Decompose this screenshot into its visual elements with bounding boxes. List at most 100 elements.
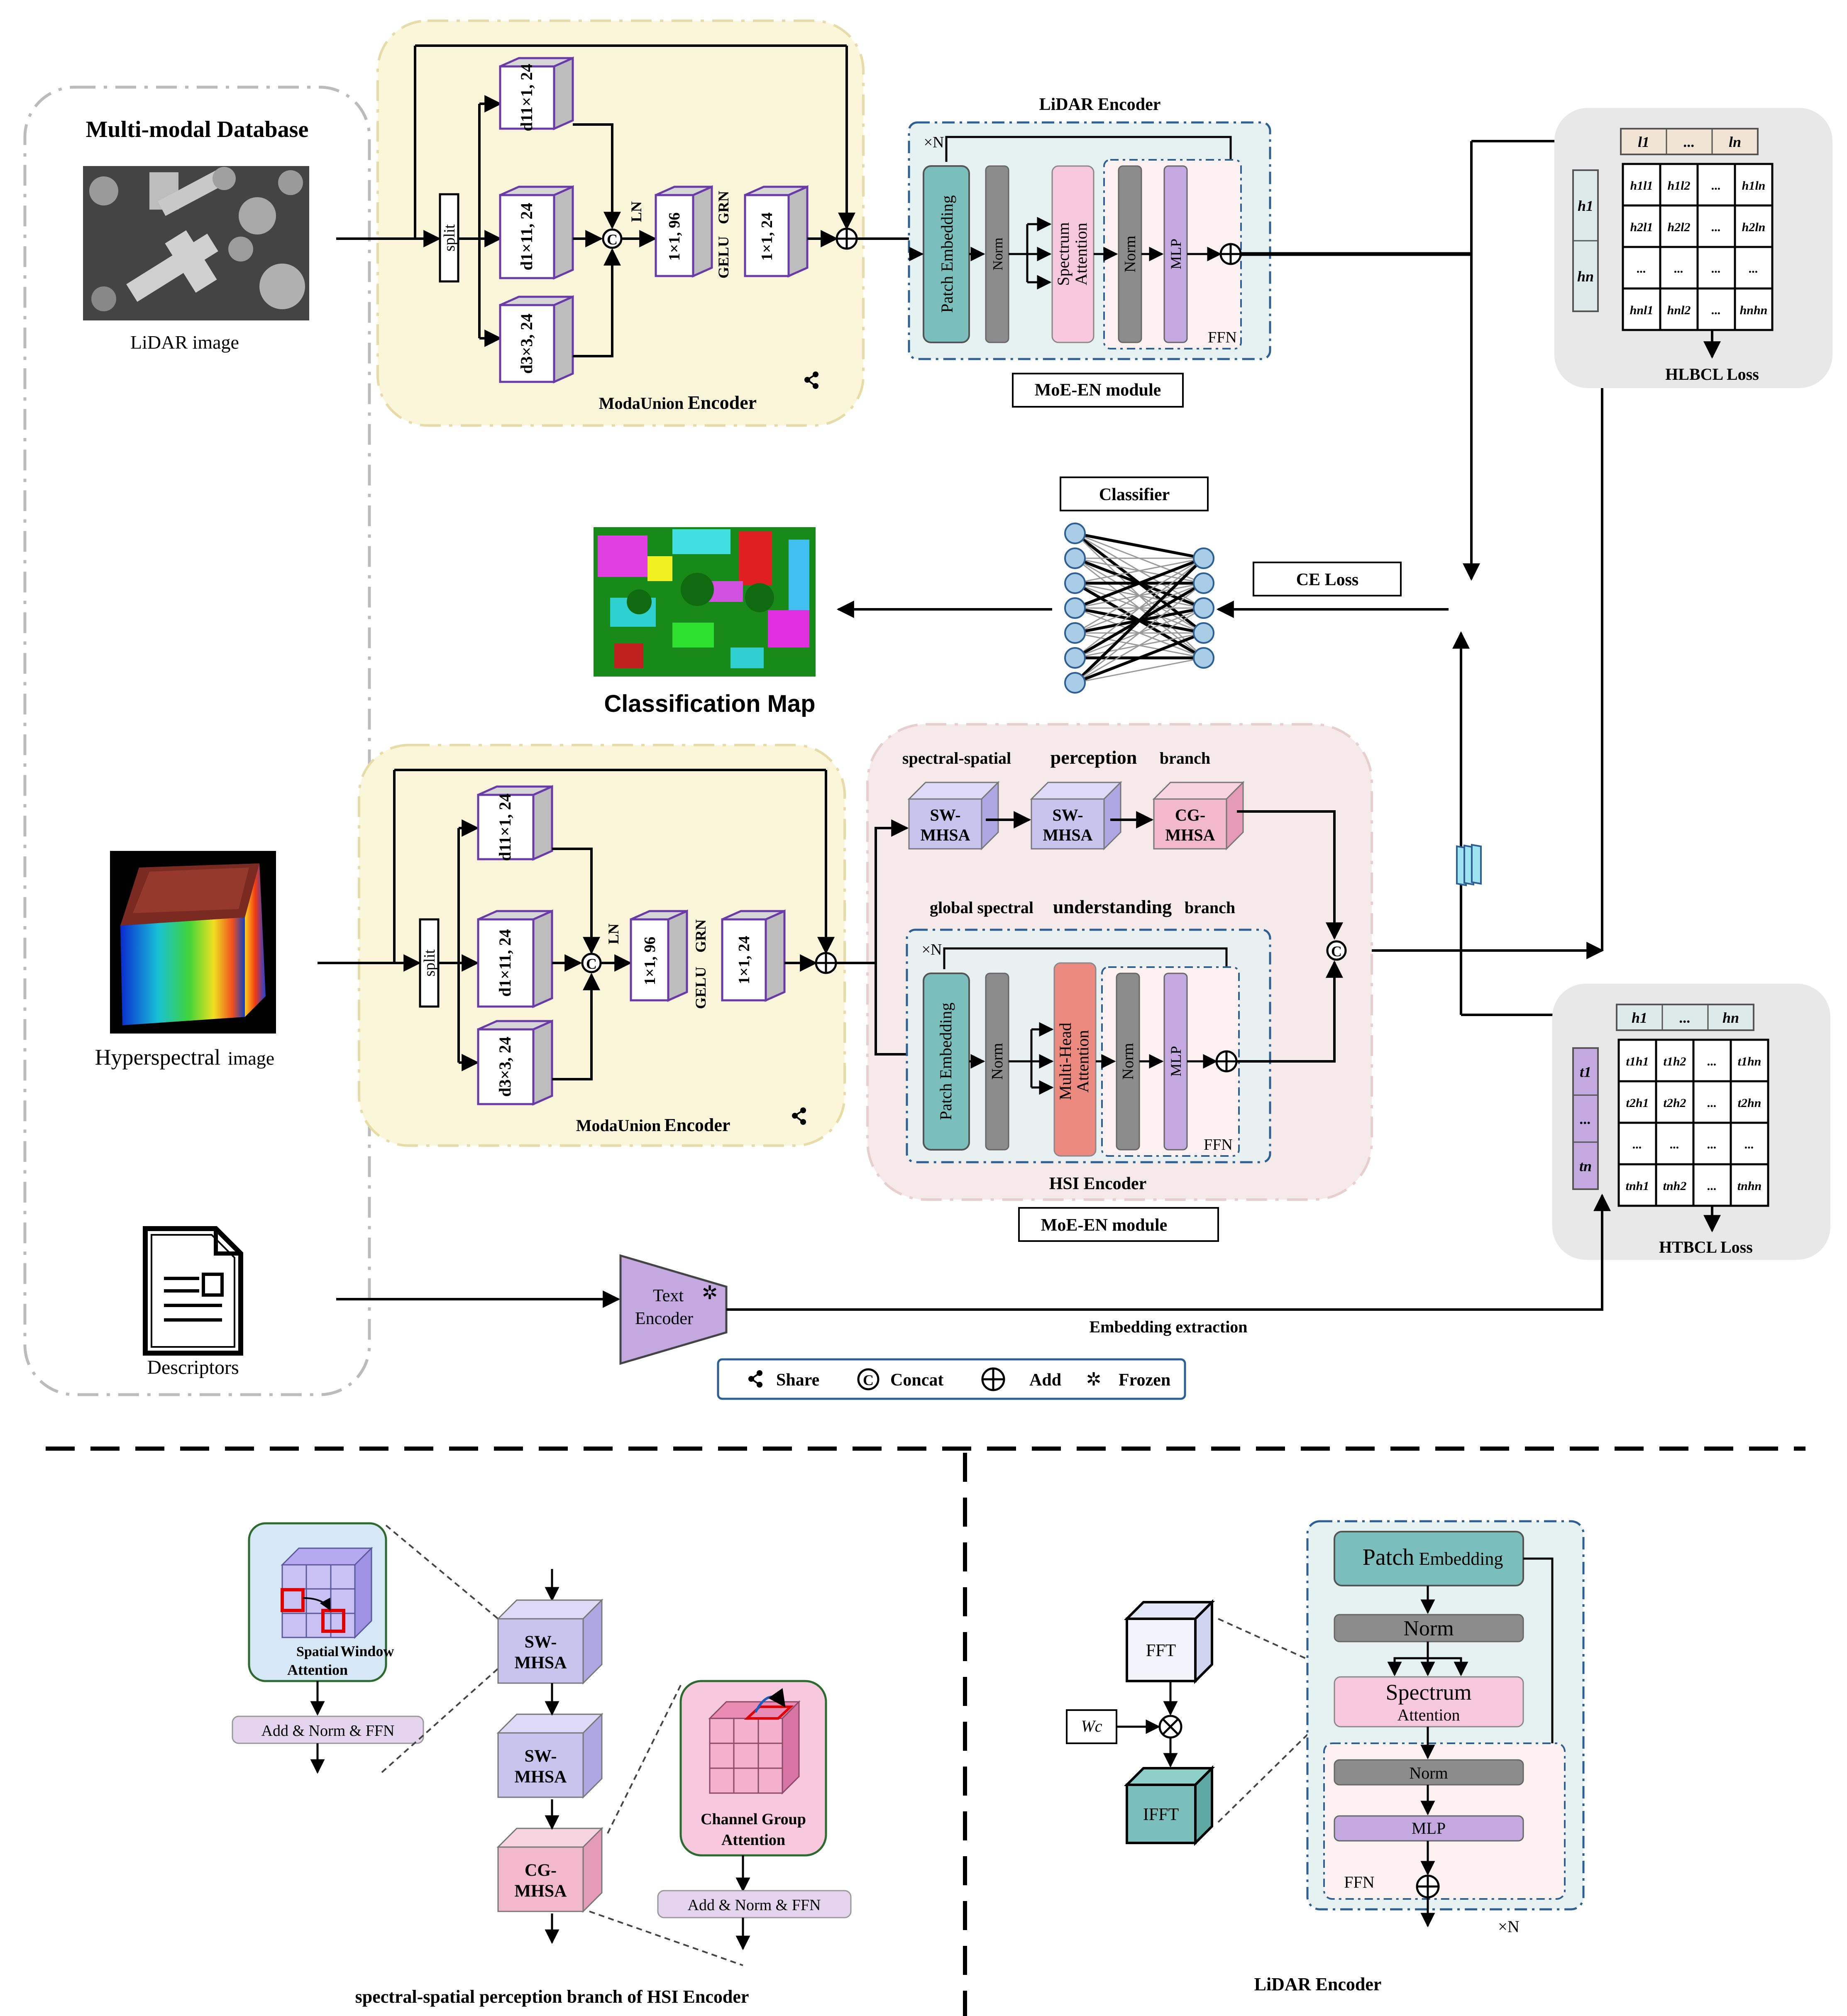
lidar-xn: ×N [924,134,944,151]
nn-node [1064,672,1086,694]
hlbcl-top-2: ln [1729,134,1741,150]
lidar-encoder-title: LiDAR Encoder [1039,95,1161,114]
hlbcl-cell: ... [1712,220,1721,234]
nn-node [1064,572,1086,594]
htbcl-side-2: tn [1579,1158,1592,1174]
text-encoder-line1: Text [653,1286,684,1305]
channel-label-2: Attention [721,1831,785,1849]
detail-cg-cube-line1: CG- [525,1861,557,1880]
cube-124-b: 1×1, 24 [721,909,786,1002]
modaunion-encoder-bottom: split d11×1, 24 d1×11, 24 d3×3, 24 C LN [318,744,846,1147]
hlbcl-cell: ... [1712,262,1721,276]
detail-sw-cube-1-line1: SW- [525,1633,557,1652]
snowflake-icon: ✲ [702,1282,718,1303]
hsi-caption-main: Hyperspectral [95,1045,221,1070]
sw-mhsa-cube-2-line2: MHSA [1043,826,1093,844]
label-grn-b: GRN [692,919,709,953]
hlbcl-cell: hnl1 [1630,303,1654,317]
label-d33-b: d3×3, 24 [496,1036,514,1097]
detail-sw-cube-2-line1: SW- [525,1747,557,1766]
label-grn: GRN [715,191,732,224]
hlbcl-cell: hnhn [1740,303,1768,317]
lidar-image [83,166,309,320]
label-d1x11-b: d1×11, 24 [496,929,514,997]
sw-mhsa-cube-1-line1: SW- [930,806,960,824]
lidar-mlp: MLP [1168,239,1184,269]
hsi-norm-2: Norm [1119,1043,1137,1080]
label-c196: 1×1, 96 [666,213,683,261]
nn-node [1064,622,1086,644]
share-icon [804,371,818,389]
lidar-norm-1: Norm [990,237,1006,270]
cube-d1x11-b: d1×11, 24 [477,909,553,1008]
hsi-caption-small: image [228,1048,274,1069]
label-gelu-b: GELU [692,967,709,1009]
hlbcl-loss-label: HLBCL Loss [1665,365,1759,384]
detail-spectrum: Spectrum [1386,1680,1472,1705]
modaunion-label-a-b: ModaUnion [576,1116,661,1135]
htbcl-cell: tnh2 [1663,1179,1687,1193]
detail-sw-cube-2: SW-MHSA [496,1713,603,1799]
detail-cg-cube-line2: MHSA [515,1882,567,1901]
hlbcl-cell: ... [1674,262,1684,276]
classification-map-title: Classification Map [604,690,815,717]
detail-cg-cube: CG- MHSA [496,1827,603,1913]
add-norm-ffn-right: Add & Norm & FFN [688,1896,821,1914]
legend-snowflake-icon: ✲ [1086,1369,1102,1390]
detail-sw-cube-1: SW- MHSA [496,1598,603,1685]
label-d1x11: d1×11, 24 [517,203,536,271]
sw-mhsa-cube-1: SW-MHSA [907,781,1000,850]
text-encoder-line2: Encoder [635,1309,693,1328]
classifier: Classifier CE Loss [836,477,1402,694]
add-norm-ffn-left: Add & Norm & FFN [261,1722,395,1740]
htbcl-cell: ... [1745,1138,1754,1151]
cube-124: 1×1, 24 [744,185,809,278]
detail-sw-cube-1-line2: MHSA [515,1654,567,1673]
htbcl-side-bar [1572,1047,1599,1190]
htbcl-cell: ... [1708,1055,1717,1068]
spatial-label-2: Window [340,1643,394,1659]
ssp-branch-a: spectral-spatial [902,749,1011,767]
nn-node [1064,523,1086,544]
legend-concat: Concat [890,1371,943,1390]
htbcl-cell: t1h2 [1663,1055,1686,1068]
htbcl-cell: tnh1 [1626,1179,1649,1193]
lidar-ffn: FFN [1208,329,1237,346]
ifft-cube: IFFT [1124,1765,1215,1846]
label-gelu: GELU [715,236,732,279]
hlbcl-cell: h2ln [1742,220,1766,234]
wc-label: Wc [1081,1717,1102,1735]
hsi-mha-2: Attention [1073,1030,1092,1092]
ssp-branch-b: perception [1051,747,1137,768]
channel-label-1: Channel Group [701,1811,806,1828]
legend-frozen: Frozen [1119,1371,1170,1390]
hlbcl-cell: h2l2 [1667,220,1690,234]
htbcl-side-0: t1 [1580,1064,1591,1080]
lidar-detail-caption: LiDAR Encoder [1254,1974,1382,1994]
label-ln: LN [628,201,645,222]
modaunion-encoder-top: split d11×1, 24 d1×11, 24 d3×3, 24 C [336,20,909,427]
hlbcl-cell: h1l2 [1667,179,1690,193]
htbcl-cell: t2h1 [1626,1096,1649,1110]
ssp-branch-c: branch [1160,749,1210,767]
htbcl-cell: ... [1708,1138,1717,1151]
legend-add: Add [1029,1371,1061,1390]
channel-group-cube [708,1688,801,1795]
hlbcl-cell: ... [1712,303,1721,317]
label-d11-b: d11×1, 24 [496,794,514,861]
hsi-encoder: spectral-spatial perception branch SW-MH… [836,723,1373,1242]
ssp-detail-caption: spectral-spatial perception branch of HS… [355,1987,749,2007]
fft-cube: FFT [1124,1599,1215,1684]
nn-node [1064,597,1086,619]
lidar-detail: FFT Wc IFFT Patch Embedding Norm Spectru… [1066,1520,1585,1994]
detail-patch-a: Patch [1363,1544,1414,1570]
nn-node [1193,647,1214,669]
hsi-mha-1: Multi-Head [1056,1023,1075,1100]
hsi-ffn: FFN [1204,1136,1233,1153]
spatial-label-3: Attention [287,1662,348,1678]
gsu-branch-c: branch [1185,898,1235,917]
ssp-detail: Spatial Window Attention Add & Norm & FF… [232,1522,852,2007]
split-label-top: split [441,224,458,252]
